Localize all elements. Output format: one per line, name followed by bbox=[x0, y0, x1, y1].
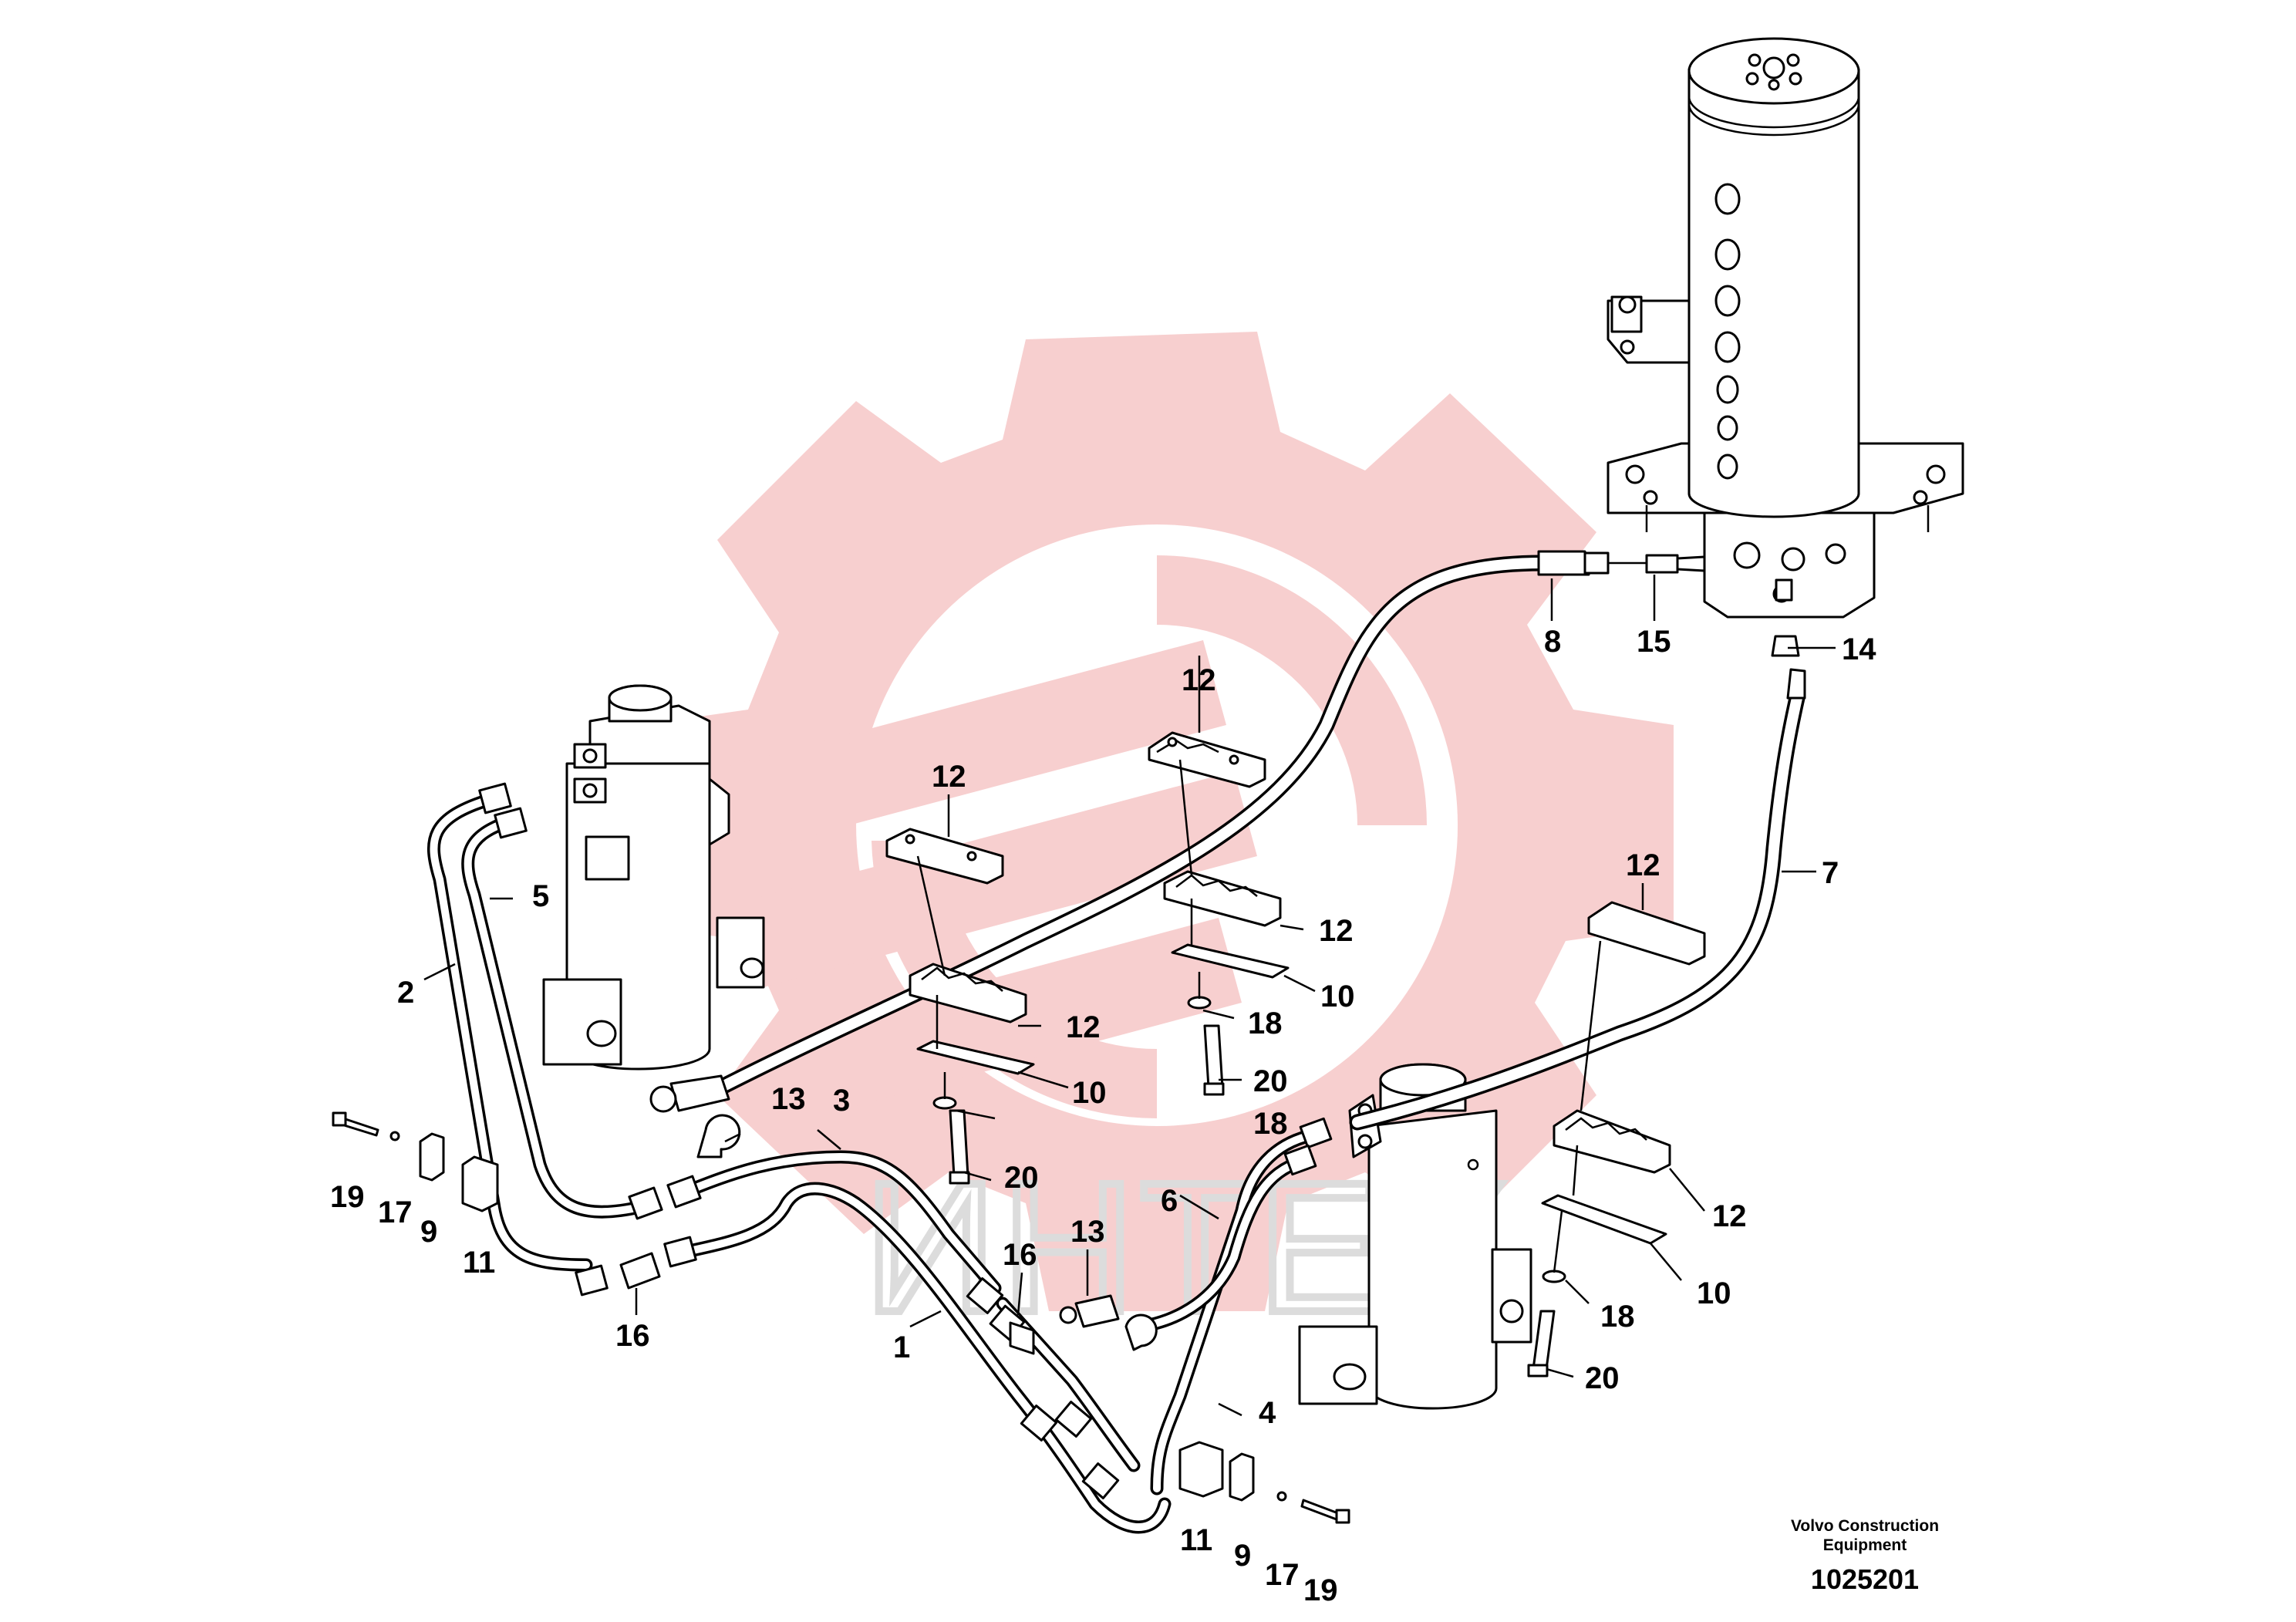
credit-line-1: Volvo Construction bbox=[1791, 1517, 1939, 1535]
clamp-set-left bbox=[332, 1111, 499, 1212]
label-part-9-left: 9 bbox=[420, 1215, 437, 1249]
rotary-swivel-joint bbox=[1607, 37, 1964, 619]
pipe-nuts bbox=[478, 782, 1333, 1499]
label-part-7: 7 bbox=[1822, 856, 1839, 890]
label-part-20-left: 20 bbox=[1004, 1161, 1039, 1195]
bolts-and-washers bbox=[932, 996, 1566, 1378]
label-part-10-right: 10 bbox=[1697, 1276, 1731, 1310]
label-part-12-center-top: 12 bbox=[1182, 663, 1216, 697]
plates-10 bbox=[916, 943, 1667, 1245]
label-part-10-left: 10 bbox=[1072, 1076, 1107, 1110]
hose-fittings bbox=[649, 550, 1806, 1158]
document-number: 1025201 bbox=[1811, 1563, 1919, 1595]
label-part-3: 3 bbox=[833, 1084, 850, 1118]
label-part-12-right-bottom: 12 bbox=[1712, 1199, 1747, 1233]
label-part-12-right-top: 12 bbox=[1626, 848, 1660, 882]
label-part-16-center: 16 bbox=[1003, 1238, 1037, 1272]
label-part-12-center-bottom: 12 bbox=[1319, 914, 1354, 948]
clamp-12-center-bottom bbox=[1163, 870, 1282, 927]
label-part-20-right: 20 bbox=[1585, 1361, 1620, 1395]
label-part-5: 5 bbox=[532, 879, 549, 913]
leader-lines bbox=[423, 575, 1836, 1417]
label-part-11-left: 11 bbox=[463, 1246, 495, 1280]
label-part-18-right: 18 bbox=[1600, 1300, 1635, 1334]
clamp-12-left-top bbox=[885, 828, 1004, 885]
label-part-17-right: 17 bbox=[1265, 1558, 1300, 1592]
label-part-13-left: 13 bbox=[771, 1082, 806, 1116]
label-part-11-right: 11 bbox=[1180, 1523, 1212, 1557]
label-part-9-right: 9 bbox=[1234, 1539, 1251, 1573]
label-part-19-right: 19 bbox=[1303, 1573, 1338, 1607]
label-part-12-left-top: 12 bbox=[932, 760, 966, 794]
label-part-1: 1 bbox=[893, 1330, 910, 1364]
label-part-2: 2 bbox=[397, 976, 414, 1010]
label-part-10-center: 10 bbox=[1320, 980, 1355, 1013]
label-part-18-left: 18 bbox=[1253, 1107, 1288, 1141]
hydraulic-pipes bbox=[426, 791, 1326, 1534]
label-part-8: 8 bbox=[1544, 625, 1561, 659]
label-part-17-left: 17 bbox=[378, 1195, 413, 1229]
right-travel-motor-valve bbox=[1298, 1063, 1532, 1410]
label-part-13-center: 13 bbox=[1070, 1215, 1105, 1249]
label-part-6: 6 bbox=[1161, 1184, 1178, 1218]
clamp-12-right-top bbox=[1587, 901, 1706, 966]
label-part-12-left-bottom: 12 bbox=[1066, 1010, 1101, 1044]
label-part-14: 14 bbox=[1842, 632, 1876, 666]
clamp-12-left-bottom bbox=[909, 963, 1027, 1023]
left-travel-motor-valve bbox=[542, 684, 765, 1071]
credit-block: Volvo Construction Equipment 1025201 bbox=[1791, 1517, 1939, 1595]
callout-labels: 1 2 3 4 5 6 7 8 9 9 10 10 10 11 11 12 12… bbox=[330, 625, 1876, 1607]
label-part-19-left: 19 bbox=[330, 1180, 365, 1214]
label-part-18-center: 18 bbox=[1248, 1007, 1283, 1040]
clamp-12-top-center bbox=[1148, 731, 1266, 788]
label-part-16-left: 16 bbox=[615, 1319, 650, 1353]
clamp-set-right bbox=[1178, 1441, 1350, 1524]
hydraulic-hoses bbox=[697, 555, 1805, 1131]
label-part-4: 4 bbox=[1259, 1396, 1276, 1430]
label-part-20-center: 20 bbox=[1253, 1064, 1288, 1098]
clamp-12-right-bottom bbox=[1553, 1109, 1671, 1174]
label-part-15: 15 bbox=[1637, 625, 1671, 659]
credit-line-2: Equipment bbox=[1823, 1536, 1907, 1554]
